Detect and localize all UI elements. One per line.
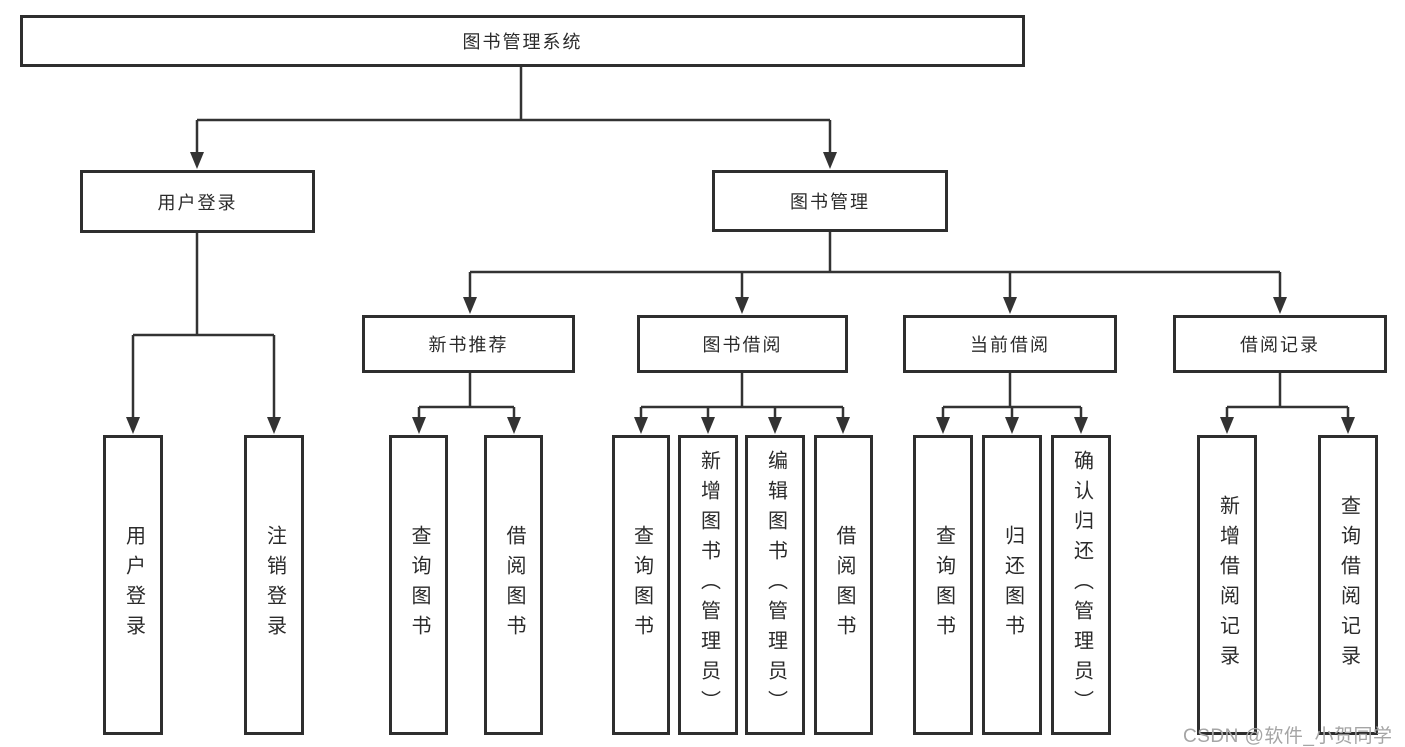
node-label: 确认归还（管理员） [1070,450,1093,720]
node-label: 借阅图书 [833,525,855,645]
leaf-borrow-books-recommend: 借阅图书 [484,435,543,735]
leaf-return-books: 归还图书 [982,435,1042,735]
node-label: 新增图书（管理员） [697,450,720,720]
leaf-query-books-borrow: 查询图书 [612,435,670,735]
leaf-user-login: 用户登录 [103,435,163,735]
node-library-management-system: 图书管理系统 [20,15,1025,67]
node-label: 查询借阅记录 [1337,495,1360,675]
node-current-borrowing: 当前借阅 [903,315,1117,373]
leaf-query-books-recommend: 查询图书 [389,435,448,735]
node-label: 图书管理 [790,192,870,212]
node-label: 借阅记录 [1240,335,1320,355]
node-book-borrowing: 图书借阅 [637,315,848,373]
node-label: 图书借阅 [702,335,783,355]
leaf-edit-books-admin: 编辑图书（管理员） [745,435,805,735]
node-borrowing-records: 借阅记录 [1173,315,1387,373]
leaf-confirm-return-admin: 确认归还（管理员） [1051,435,1111,735]
node-label: 当前借阅 [970,335,1050,355]
node-label: 查询图书 [408,525,430,645]
node-new-book-recommendation: 新书推荐 [362,315,575,373]
leaf-borrow-books: 借阅图书 [814,435,873,735]
node-user-login: 用户登录 [80,170,315,233]
leaf-add-borrow-record: 新增借阅记录 [1197,435,1257,735]
watermark: CSDN @软件_小贺同学 [1183,726,1393,747]
leaf-add-books-admin: 新增图书（管理员） [678,435,738,735]
node-label: 新增借阅记录 [1216,495,1239,675]
node-label: 图书管理系统 [462,32,583,52]
node-label: 归还图书 [1001,525,1024,645]
node-label: 用户登录 [122,525,145,645]
node-label: 注销登录 [263,525,286,645]
node-label: 用户登录 [157,192,238,213]
node-label: 查询图书 [932,525,955,645]
node-label: 新书推荐 [428,335,509,355]
node-label: 借阅图书 [503,525,525,645]
leaf-query-books-current: 查询图书 [913,435,973,735]
leaf-query-borrow-record: 查询借阅记录 [1318,435,1378,735]
node-label: 编辑图书（管理员） [764,450,787,720]
node-book-management: 图书管理 [712,170,948,232]
node-label: 查询图书 [630,525,653,645]
leaf-logout: 注销登录 [244,435,304,735]
